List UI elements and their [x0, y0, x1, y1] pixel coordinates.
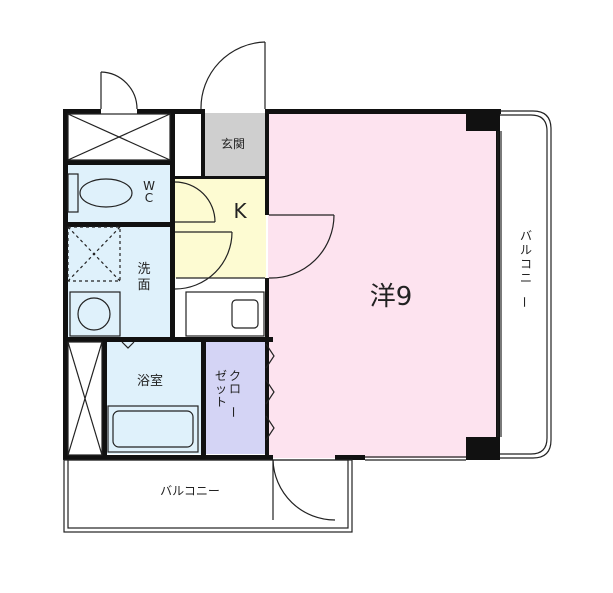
- doors: [100, 41, 502, 521]
- kitchen-sink: [231, 299, 259, 329]
- toilet-tank: [67, 173, 79, 213]
- shelf-storage-left: [67, 341, 103, 456]
- bathtub: [107, 405, 199, 453]
- kitchen: [174, 178, 266, 278]
- label-entrance: 玄関: [221, 136, 245, 151]
- label-western-room: 洋9: [370, 282, 413, 312]
- label-washroom: 洗面: [137, 262, 150, 293]
- wash-basin: [69, 291, 121, 337]
- label-balcony-right: バルコニー: [517, 229, 532, 308]
- balcony-right-outline: [500, 110, 552, 459]
- label-bathroom: 浴室: [137, 373, 163, 389]
- balconies: [63, 110, 552, 533]
- kitchen-counter: [185, 291, 265, 337]
- fixtures: [67, 113, 265, 456]
- label-balcony-bottom: バルコニー: [160, 484, 220, 498]
- label-kitchen: K: [233, 199, 247, 223]
- bathroom: [106, 342, 202, 454]
- western-room: [268, 113, 498, 458]
- label-closet: クローゼット: [215, 369, 241, 418]
- toilet-bowl: [79, 178, 133, 208]
- closet: [205, 342, 266, 454]
- shelf-storage-top: [67, 113, 171, 161]
- washing-machine-space: [67, 226, 121, 282]
- wc: [67, 165, 172, 222]
- walls: [63, 109, 501, 460]
- entrance: [201, 113, 265, 178]
